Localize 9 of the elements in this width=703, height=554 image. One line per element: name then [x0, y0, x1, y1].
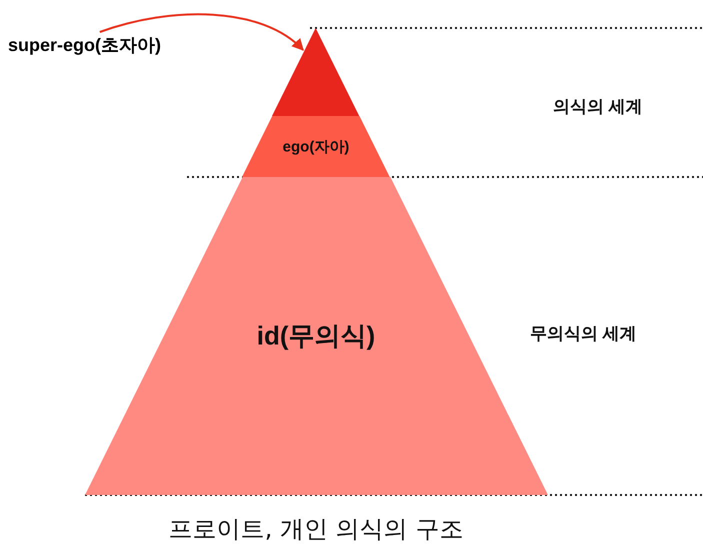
- pyramid-tip-triangle: [272, 28, 360, 116]
- caption: 프로이트, 개인 의식의 구조: [168, 514, 464, 545]
- arrow: [99, 13, 304, 51]
- term-label: super-ego(초자아): [8, 33, 161, 57]
- region-label: 의식의 세계: [553, 96, 643, 118]
- layer-label: id(무의식): [256, 320, 376, 352]
- layer-label: ego(자아): [282, 137, 350, 156]
- pyramid-layer: [242, 116, 390, 177]
- region-label: 무의식의 세계: [530, 323, 637, 345]
